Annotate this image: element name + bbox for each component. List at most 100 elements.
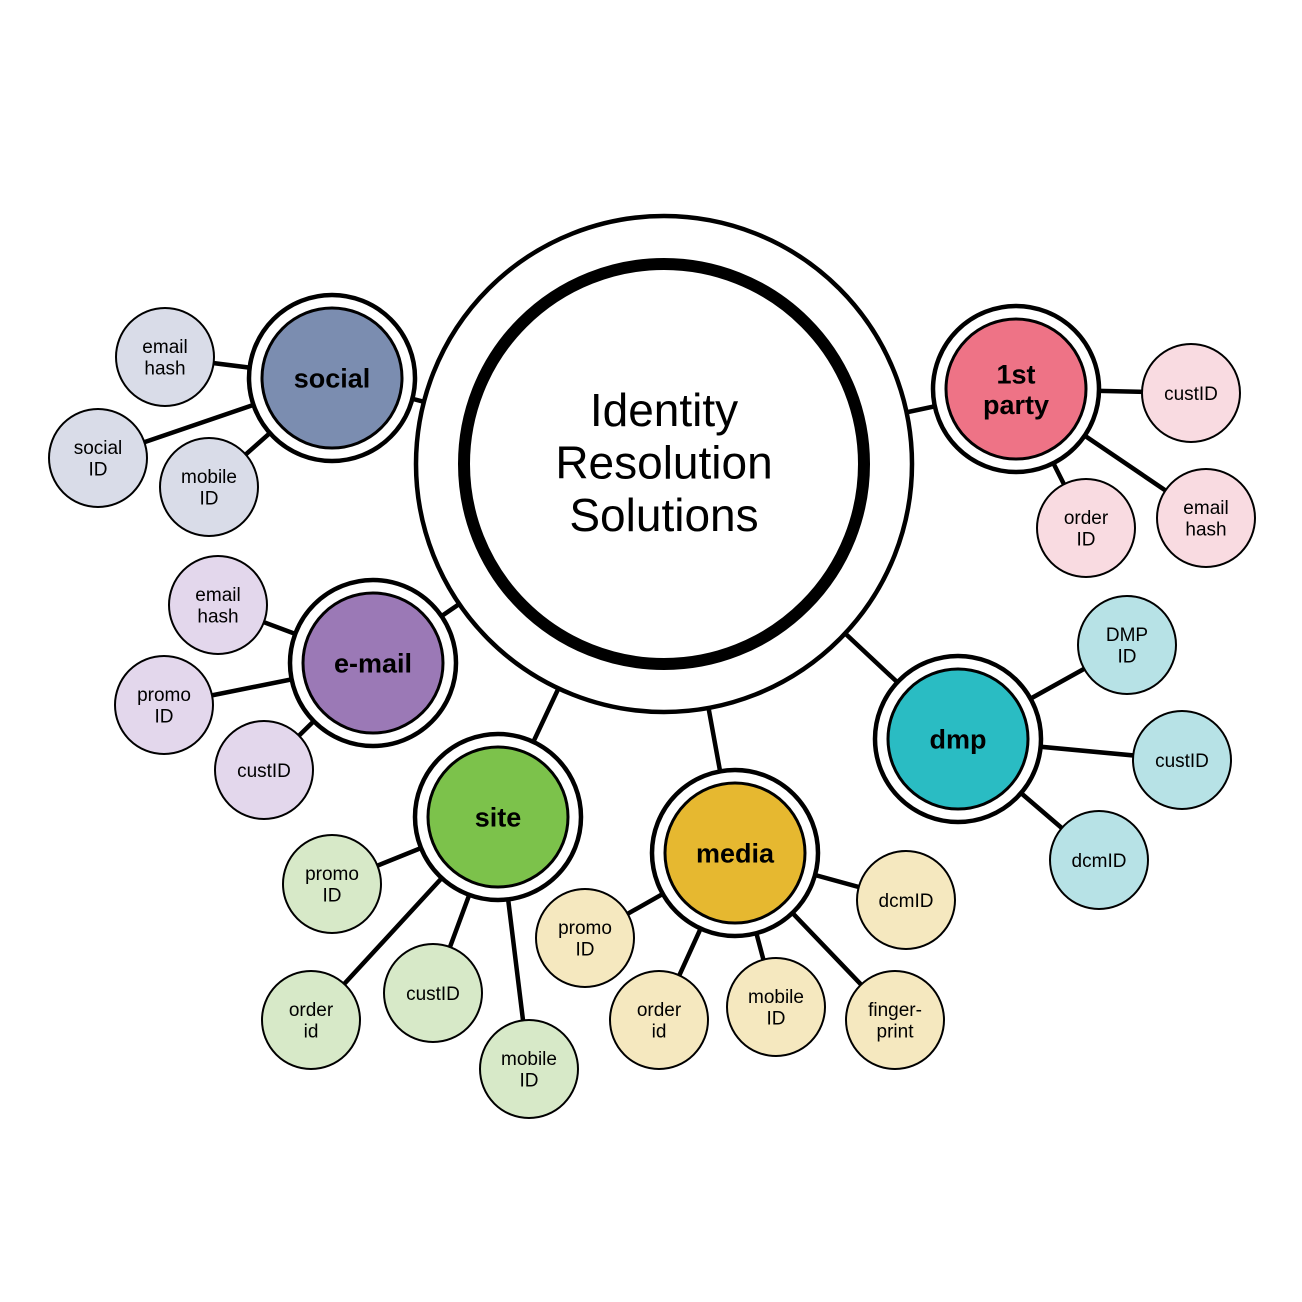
leaf-circle-media-promo-id bbox=[535, 888, 635, 988]
leaf-circle-dmp-dmp-id bbox=[1077, 595, 1177, 695]
leaf-circle-site-custid bbox=[383, 943, 483, 1043]
hub-dmp: dmp bbox=[872, 653, 1044, 825]
hub-label-site: site bbox=[475, 803, 522, 833]
leaf-label-media-dcmid: dcmID bbox=[879, 891, 934, 912]
leaf-circle-1st-party-email-hash bbox=[1156, 468, 1256, 568]
leaf-circle-e-mail-email-hash bbox=[168, 555, 268, 655]
leaf-label-e-mail-promo-id: ID bbox=[155, 707, 174, 728]
leaf-label-site-order-id: id bbox=[304, 1022, 319, 1043]
hub-fill-e-mail bbox=[301, 591, 445, 735]
leaf-circle-1st-party-order-id bbox=[1036, 478, 1136, 578]
leaf-label-dmp-dmp-id: DMP bbox=[1106, 625, 1148, 646]
leaf-label-dmp-dmp-id: ID bbox=[1118, 647, 1137, 668]
leaf-circle-media-fingerprint bbox=[845, 970, 945, 1070]
leaf-circle-dmp-dcmid bbox=[1049, 810, 1149, 910]
leaf-label-1st-party-custid: custID bbox=[1164, 384, 1218, 405]
hub-fill-1st-party bbox=[944, 317, 1088, 461]
leaf-label-media-fingerprint: finger- bbox=[868, 1000, 922, 1021]
leaf-label-site-mobile-id: mobile bbox=[501, 1049, 557, 1070]
leaf-label-media-fingerprint: print bbox=[877, 1022, 915, 1043]
hub-label-social: social bbox=[294, 364, 371, 394]
leaf-circle-e-mail-custid bbox=[214, 720, 314, 820]
hub-label-1st-party: party bbox=[983, 390, 1049, 420]
leaf-circle-1st-party-custid bbox=[1141, 343, 1241, 443]
hub-label-e-mail: e-mail bbox=[334, 649, 412, 679]
leaf-site-custid: custID bbox=[383, 943, 483, 1043]
leaf-label-site-mobile-id: ID bbox=[520, 1071, 539, 1092]
leaf-label-e-mail-email-hash: hash bbox=[197, 607, 238, 628]
hub-label-media: media bbox=[696, 839, 775, 869]
leaf-circle-site-order-id bbox=[261, 970, 361, 1070]
leaf-label-media-promo-id: promo bbox=[558, 918, 612, 939]
hub-fill-social bbox=[260, 306, 404, 450]
leaf-circle-social-mobile-id bbox=[159, 437, 259, 537]
leaf-label-site-order-id: order bbox=[289, 1000, 334, 1021]
hub-media: media bbox=[649, 767, 821, 939]
leaf-label-media-mobile-id: ID bbox=[767, 1009, 786, 1030]
leaf-circle-media-mobile-id bbox=[726, 957, 826, 1057]
hub-fill-media bbox=[663, 781, 807, 925]
center-title: Identity bbox=[590, 384, 738, 436]
leaf-label-dmp-custid: custID bbox=[1155, 751, 1209, 772]
leaf-circle-site-mobile-id bbox=[479, 1019, 579, 1119]
leaf-circle-dmp-custid bbox=[1132, 710, 1232, 810]
leaf-label-1st-party-email-hash: hash bbox=[1185, 520, 1226, 541]
hub-e-mail: e-mail bbox=[287, 577, 459, 749]
leaf-label-dmp-dcmid: dcmID bbox=[1072, 851, 1127, 872]
hub-fill-site bbox=[426, 745, 570, 889]
leaf-e-mail-custid: custID bbox=[214, 720, 314, 820]
leaf-circle-social-email-hash bbox=[115, 307, 215, 407]
leaf-circle-e-mail-promo-id bbox=[114, 655, 214, 755]
leaf-label-1st-party-order-id: order bbox=[1064, 508, 1109, 529]
leaf-media-fingerprint: finger-print bbox=[845, 970, 945, 1070]
leaf-label-social-email-hash: email bbox=[142, 337, 187, 358]
leaf-label-social-email-hash: hash bbox=[144, 359, 185, 380]
leaf-label-media-order-id: order bbox=[637, 1000, 682, 1021]
leaf-label-e-mail-email-hash: email bbox=[195, 585, 240, 606]
leaf-dmp-custid: custID bbox=[1132, 710, 1232, 810]
hub-site: site bbox=[412, 731, 584, 903]
leaf-label-social-mobile-id: ID bbox=[200, 489, 219, 510]
leaf-circle-media-order-id bbox=[609, 970, 709, 1070]
leaf-circle-social-social-id bbox=[48, 408, 148, 508]
leaf-circle-site-promo-id bbox=[282, 834, 382, 934]
leaf-label-site-custid: custID bbox=[406, 984, 460, 1005]
leaf-1st-party-custid: custID bbox=[1141, 343, 1241, 443]
leaf-label-e-mail-promo-id: promo bbox=[137, 685, 191, 706]
leaf-media-dcmid: dcmID bbox=[856, 850, 956, 950]
leaf-label-site-promo-id: ID bbox=[323, 886, 342, 907]
leaf-label-1st-party-order-id: ID bbox=[1077, 530, 1096, 551]
leaf-label-social-social-id: ID bbox=[89, 460, 108, 481]
leaf-label-e-mail-custid: custID bbox=[237, 761, 291, 782]
hub-social: social bbox=[246, 292, 418, 464]
hub-fill-dmp bbox=[886, 667, 1030, 811]
center-title: Resolution bbox=[555, 437, 772, 489]
leaf-circle-media-dcmid bbox=[856, 850, 956, 950]
leaf-label-social-social-id: social bbox=[74, 438, 123, 459]
center-title: Solutions bbox=[569, 489, 758, 541]
hub-label-dmp: dmp bbox=[930, 725, 987, 755]
hub-label-1st-party: 1st bbox=[996, 359, 1035, 389]
leaf-label-media-promo-id: ID bbox=[576, 940, 595, 961]
leaf-label-media-order-id: id bbox=[652, 1022, 667, 1043]
leaf-label-1st-party-email-hash: email bbox=[1183, 498, 1228, 519]
leaf-label-social-mobile-id: mobile bbox=[181, 467, 237, 488]
leaf-label-site-promo-id: promo bbox=[305, 864, 359, 885]
center-inner-ring bbox=[458, 258, 870, 670]
